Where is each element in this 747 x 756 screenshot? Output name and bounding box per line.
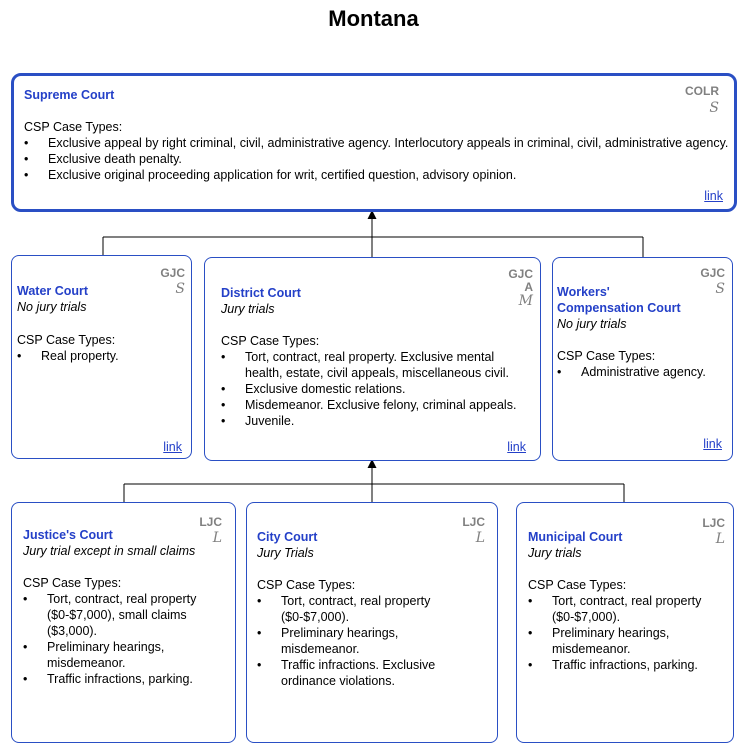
workers-comp-court-funding-glyph: S xyxy=(715,281,725,297)
workers-comp-court-link[interactable]: link xyxy=(703,437,722,451)
page-title: Montana xyxy=(328,6,419,31)
workers-comp-court-box: Workers' Compensation Court No jury tria… xyxy=(552,257,733,461)
municipal-csp-label: CSP Case Types: xyxy=(528,578,627,592)
list-item: Traffic infractions, parking. xyxy=(528,657,713,673)
district-court-appellate-tag: A xyxy=(524,280,533,294)
water-case-types: Real property. xyxy=(17,348,187,364)
municipal-court-box: Municipal Court Jury trials LJC L CSP Ca… xyxy=(516,502,734,743)
supreme-case-types: Exclusive appeal by right criminal, civi… xyxy=(24,135,729,183)
municipal-court-name: Municipal Court xyxy=(528,530,623,544)
list-item: Exclusive domestic relations. xyxy=(221,381,521,397)
supreme-court-level-tag: COLR xyxy=(685,84,719,98)
justices-court-name: Justice's Court xyxy=(23,528,113,542)
list-item: Administrative agency. xyxy=(557,364,727,380)
workers-comp-court-jury: No jury trials xyxy=(557,317,627,331)
workers-case-types: Administrative agency. xyxy=(557,364,727,380)
district-court-link[interactable]: link xyxy=(507,440,526,454)
list-item: Preliminary hearings, misdemeanor. xyxy=(23,639,213,671)
workers-comp-court-level-tag: GJC xyxy=(700,266,725,280)
water-court-link[interactable]: link xyxy=(163,440,182,454)
justices-court-box: Justice's Court Jury trial except in sma… xyxy=(11,502,236,743)
list-item: Preliminary hearings, misdemeanor. xyxy=(257,625,479,657)
workers-comp-court-name-line1: Workers' xyxy=(557,285,610,299)
list-item: Traffic infractions. Exclusive ordinance… xyxy=(257,657,479,689)
list-item: Exclusive death penalty. xyxy=(24,151,729,167)
list-item: Real property. xyxy=(17,348,187,364)
list-item: Exclusive original proceeding applicatio… xyxy=(24,167,729,183)
list-item: Preliminary hearings, misdemeanor. xyxy=(528,625,713,657)
city-case-types: Tort, contract, real property ($0-$7,000… xyxy=(257,593,479,689)
city-court-box: City Court Jury Trials LJC L CSP Case Ty… xyxy=(246,502,498,743)
city-court-name: City Court xyxy=(257,530,318,544)
district-court-box: District Court Jury trials GJC A M CSP C… xyxy=(204,257,541,461)
list-item: Exclusive appeal by right criminal, civi… xyxy=(24,135,729,151)
municipal-case-types: Tort, contract, real property ($0-$7,000… xyxy=(528,593,713,673)
list-item: Juvenile. xyxy=(221,413,521,429)
district-case-types: Tort, contract, real property. Exclusive… xyxy=(221,349,521,429)
list-item: Tort, contract, real property ($0-$7,000… xyxy=(23,591,213,639)
justices-case-types: Tort, contract, real property ($0-$7,000… xyxy=(23,591,213,687)
justices-court-level-tag: LJC xyxy=(199,515,222,529)
list-item: Misdemeanor. Exclusive felony, criminal … xyxy=(221,397,521,413)
water-court-box: Water Court No jury trials GJC S CSP Cas… xyxy=(11,255,192,459)
workers-comp-court-name-line2: Compensation Court xyxy=(557,301,681,315)
arrowhead-to-district xyxy=(367,459,377,468)
city-court-funding-glyph: L xyxy=(475,530,485,546)
justices-csp-label: CSP Case Types: xyxy=(23,576,122,590)
supreme-court-name: Supreme Court xyxy=(24,88,115,102)
district-court-level-tag: GJC xyxy=(508,267,533,281)
water-court-name: Water Court xyxy=(17,284,89,298)
district-court-funding-glyph: M xyxy=(518,293,533,309)
city-court-jury: Jury Trials xyxy=(257,546,314,560)
list-item: Tort, contract, real property ($0-$7,000… xyxy=(257,593,479,625)
city-court-level-tag: LJC xyxy=(462,515,485,529)
district-csp-label: CSP Case Types: xyxy=(221,334,320,348)
justices-court-jury: Jury trial except in small claims xyxy=(23,544,196,558)
workers-csp-label: CSP Case Types: xyxy=(557,349,656,363)
supreme-csp-label: CSP Case Types: xyxy=(24,120,123,134)
list-item: Traffic infractions, parking. xyxy=(23,671,213,687)
justices-court-funding-glyph: L xyxy=(212,530,222,546)
municipal-court-funding-glyph: L xyxy=(715,531,725,547)
water-court-level-tag: GJC xyxy=(160,266,185,280)
list-item: Tort, contract, real property. Exclusive… xyxy=(221,349,521,381)
water-court-jury: No jury trials xyxy=(17,300,87,314)
water-csp-label: CSP Case Types: xyxy=(17,333,116,347)
supreme-court-funding-glyph: S xyxy=(709,100,719,116)
municipal-court-level-tag: LJC xyxy=(702,516,725,530)
district-court-jury: Jury trials xyxy=(221,302,275,316)
arrowhead-to-supreme xyxy=(367,210,377,219)
supreme-court-link[interactable]: link xyxy=(704,189,723,203)
list-item: Tort, contract, real property ($0-$7,000… xyxy=(528,593,713,625)
municipal-court-jury: Jury trials xyxy=(528,546,582,560)
water-court-funding-glyph: S xyxy=(175,281,185,297)
city-csp-label: CSP Case Types: xyxy=(257,578,356,592)
supreme-court-box: Supreme Court COLR S CSP Case Types: Exc… xyxy=(11,73,737,212)
district-court-name: District Court xyxy=(221,286,301,300)
